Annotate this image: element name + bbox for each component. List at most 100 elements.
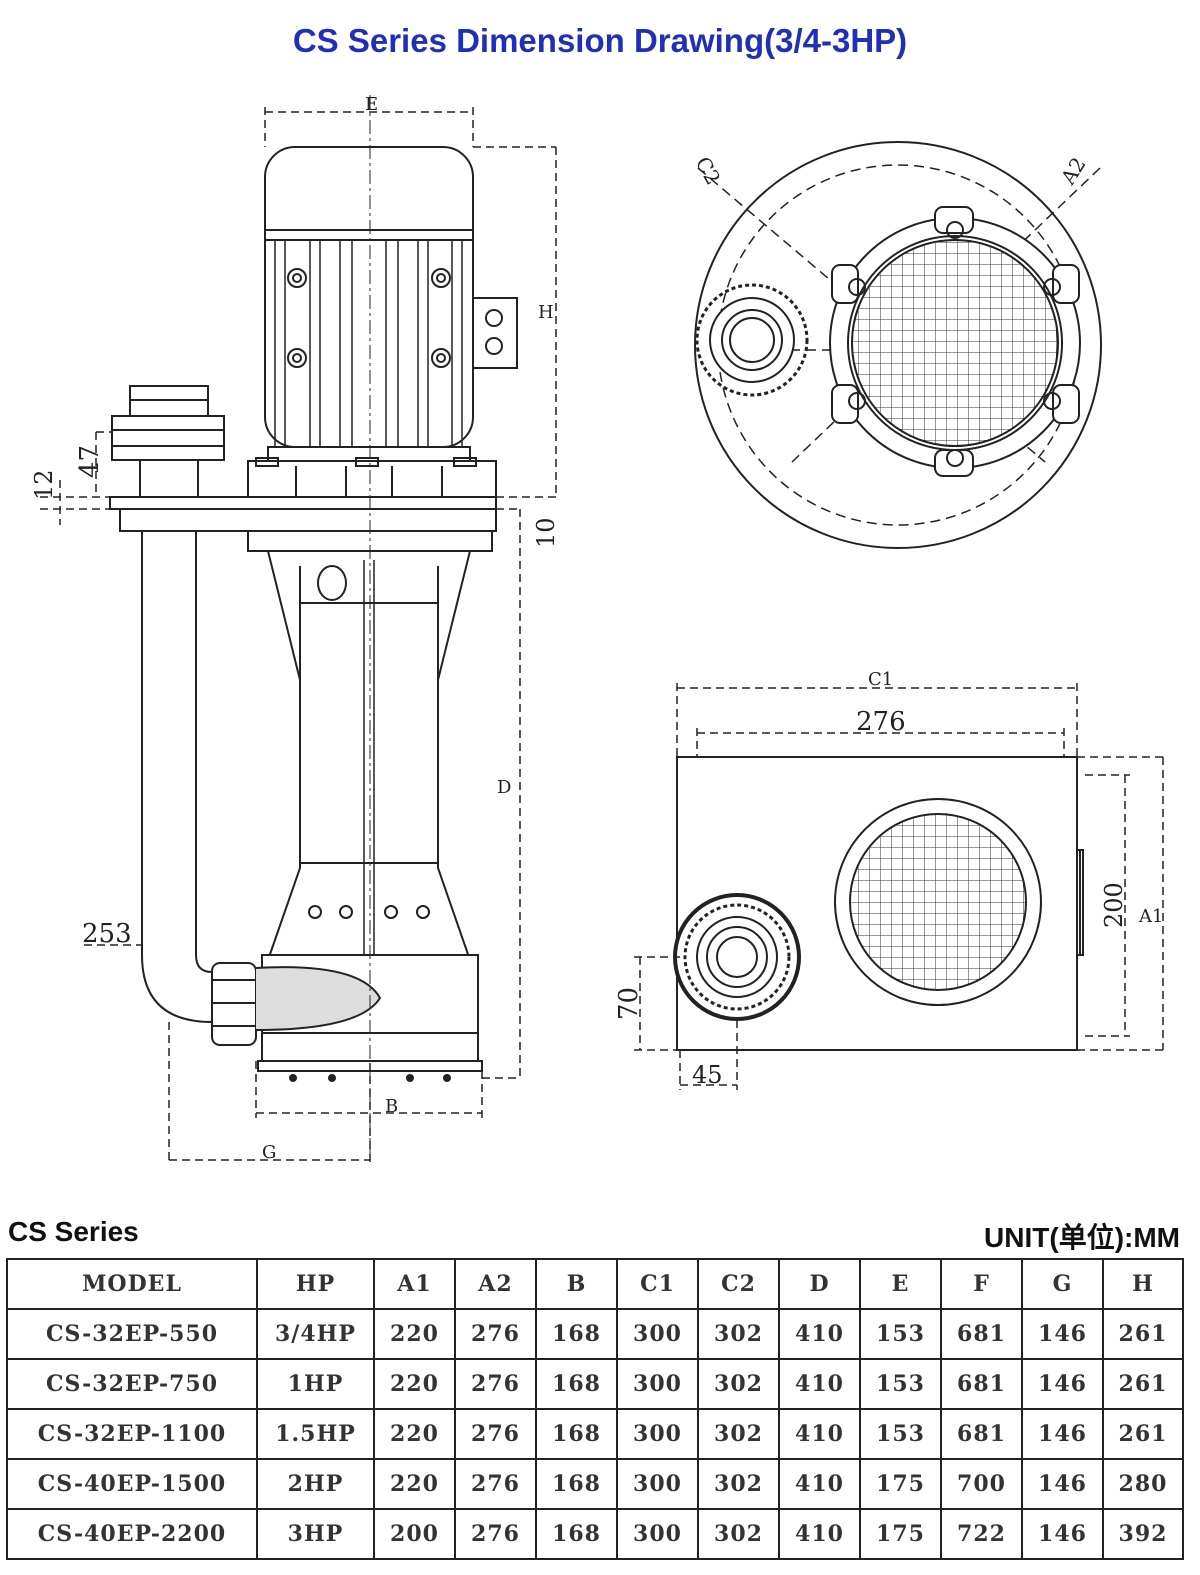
cell-f: 681 — [940, 1308, 1023, 1360]
cell-g: 146 — [1021, 1408, 1104, 1460]
cell-g: 146 — [1021, 1308, 1104, 1360]
cell-c1: 300 — [616, 1308, 699, 1360]
cell-b: 168 — [535, 1358, 618, 1410]
cell-d: 410 — [778, 1458, 861, 1510]
cell-a1: 200 — [373, 1508, 456, 1560]
col-header-a1: A1 — [373, 1258, 456, 1310]
cell-a1: 220 — [373, 1408, 456, 1460]
cell-a1: 220 — [373, 1358, 456, 1410]
dim-label-200: 200 — [1100, 882, 1128, 928]
col-header-model: MODEL — [6, 1258, 258, 1310]
table-header-row: MODEL HP A1 A2 B C1 C2 D E F G H — [6, 1258, 1184, 1310]
cell-h: 280 — [1102, 1458, 1184, 1510]
cell-e: 153 — [859, 1358, 942, 1410]
cell-e: 175 — [859, 1508, 942, 1560]
cell-d: 410 — [778, 1508, 861, 1560]
cell-model: CS-40EP-1500 — [6, 1458, 258, 1510]
cell-d: 410 — [778, 1358, 861, 1410]
cell-h: 261 — [1102, 1308, 1184, 1360]
table-row: CS-32EP-1100 1.5HP 220 276 168 300 302 4… — [6, 1408, 1184, 1460]
cell-h: 261 — [1102, 1358, 1184, 1410]
cell-d: 410 — [778, 1408, 861, 1460]
cell-hp: 1HP — [256, 1358, 375, 1410]
col-header-b: B — [535, 1258, 618, 1310]
cell-g: 146 — [1021, 1508, 1104, 1560]
col-header-h: H — [1102, 1258, 1184, 1310]
dim-label-g: G — [262, 1142, 276, 1163]
cell-f: 681 — [940, 1358, 1023, 1410]
table-row: CS-40EP-1500 2HP 220 276 168 300 302 410… — [6, 1458, 1184, 1510]
pump-housing — [211, 954, 483, 1082]
dim-label-253: 253 — [82, 919, 132, 949]
dim-label-47: 47 — [75, 445, 105, 478]
mount-plate — [109, 457, 497, 552]
cell-model: CS-32EP-550 — [6, 1308, 258, 1360]
top-view-labels: C2 A2 — [691, 153, 1091, 190]
cell-a2: 276 — [454, 1458, 537, 1510]
cell-c2: 302 — [697, 1458, 780, 1510]
cell-c1: 300 — [616, 1358, 699, 1410]
col-header-hp: HP — [256, 1258, 375, 1310]
dimension-table: MODEL HP A1 A2 B C1 C2 D E F G H CS-32EP… — [6, 1258, 1184, 1560]
cell-c2: 302 — [697, 1308, 780, 1360]
pump-column — [267, 550, 471, 961]
unit-label: UNIT(单位):MM — [984, 1222, 1180, 1253]
side-view — [40, 95, 557, 1163]
motor-body — [264, 146, 518, 462]
cell-c2: 302 — [697, 1408, 780, 1460]
table-row: CS-32EP-750 1HP 220 276 168 300 302 410 … — [6, 1358, 1184, 1410]
cell-e: 175 — [859, 1458, 942, 1510]
dimension-drawing: E H D B G 47 12 10 253 — [30, 94, 1168, 1163]
cell-c1: 300 — [616, 1508, 699, 1560]
side-view-labels: E H D B G 47 12 10 253 — [30, 94, 560, 1163]
cell-c2: 302 — [697, 1508, 780, 1560]
cell-b: 168 — [535, 1458, 618, 1510]
dim-label-70: 70 — [614, 987, 644, 1020]
cell-model: CS-32EP-750 — [6, 1358, 258, 1410]
outlet-fitting — [111, 385, 225, 498]
cell-a2: 276 — [454, 1358, 537, 1410]
cell-model: CS-40EP-2200 — [6, 1508, 258, 1560]
cell-f: 681 — [940, 1408, 1023, 1460]
dim-label-a2: A2 — [1055, 153, 1090, 190]
cell-b: 168 — [535, 1408, 618, 1460]
col-header-f: F — [940, 1258, 1023, 1310]
dim-label-10: 10 — [532, 517, 560, 548]
cell-b: 168 — [535, 1508, 618, 1560]
cell-model: CS-32EP-1100 — [6, 1408, 258, 1460]
col-header-e: E — [859, 1258, 942, 1310]
cell-c1: 300 — [616, 1408, 699, 1460]
cell-h: 261 — [1102, 1408, 1184, 1460]
bottom-view — [634, 683, 1168, 1090]
dim-label-c1: C1 — [868, 669, 893, 690]
cell-c1: 300 — [616, 1458, 699, 1510]
table-row: CS-32EP-550 3/4HP 220 276 168 300 302 41… — [6, 1308, 1184, 1360]
col-header-a2: A2 — [454, 1258, 537, 1310]
dim-label-d: D — [497, 777, 511, 798]
dim-label-c2: C2 — [691, 153, 726, 189]
dim-label-b: B — [385, 1096, 398, 1117]
cell-g: 146 — [1021, 1358, 1104, 1410]
cell-c2: 302 — [697, 1358, 780, 1410]
table-row: CS-40EP-2200 3HP 200 276 168 300 302 410… — [6, 1508, 1184, 1560]
dim-label-h: H — [538, 302, 554, 323]
dim-label-e: E — [365, 94, 378, 115]
col-header-c1: C1 — [616, 1258, 699, 1310]
cell-hp: 2HP — [256, 1458, 375, 1510]
cell-a1: 220 — [373, 1458, 456, 1510]
cell-e: 153 — [859, 1408, 942, 1460]
cell-f: 700 — [940, 1458, 1023, 1510]
dim-label-276: 276 — [856, 707, 906, 737]
cell-hp: 3/4HP — [256, 1308, 375, 1360]
cell-a2: 276 — [454, 1508, 537, 1560]
cell-a1: 220 — [373, 1308, 456, 1360]
discharge-pipe — [141, 531, 213, 1023]
cell-hp: 1.5HP — [256, 1408, 375, 1460]
page-title: CS Series Dimension Drawing(3/4-3HP) — [292, 22, 908, 59]
dim-label-45: 45 — [692, 1061, 723, 1089]
cell-f: 722 — [940, 1508, 1023, 1560]
top-view — [694, 141, 1102, 549]
cell-d: 410 — [778, 1308, 861, 1360]
col-header-g: G — [1021, 1258, 1104, 1310]
col-header-d: D — [778, 1258, 861, 1310]
